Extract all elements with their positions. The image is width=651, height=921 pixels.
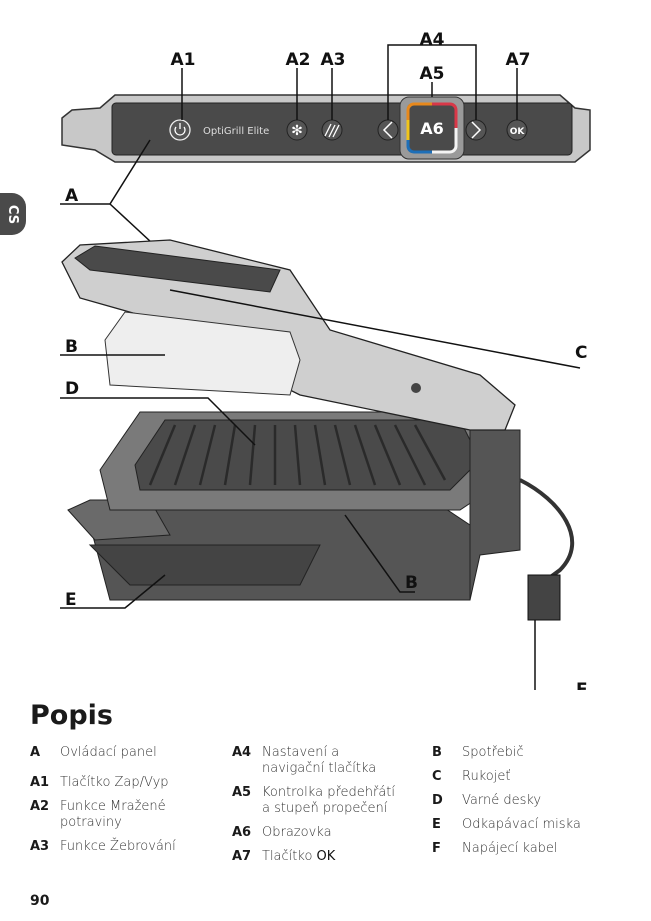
appliance-diagram: OptiGrill Elite ✻ A6 OK A1 A2 A3 A4 A5 A… [60,30,591,690]
diagram-callouts-A1: A1 [171,50,196,70]
diagram-callouts-B1: B [65,337,78,357]
legend-col3-4-text: Napájecí kabel [462,841,558,856]
legend-item: F Napájecí kabel [432,841,612,857]
legend-col1-1-text: Tlačítko Zap/Vyp [60,775,169,790]
legend-col2-3-bold: OK [316,849,336,864]
legend-col3-1-text: Rukojeť [462,769,511,784]
page-number: 90 [30,893,50,909]
diagram-callouts-A: A [65,186,79,206]
legend-col2-3-code: A7 [232,849,252,864]
diagram-callouts-F: F [576,680,588,690]
power-button-icon [169,119,191,141]
legend-col1-3-code: A3 [30,839,50,854]
diagram-callouts-A5: A5 [420,64,445,84]
grill-illustration: B C D E B F [60,239,588,690]
legend-item: A4 Nastavení a navigační tlačítka [232,745,412,777]
legend-item: A5 Kontrolka předehřátí a stupeň propečen… [232,785,412,817]
diagram-callouts-A2: A2 [286,50,311,70]
legend-col1-2-text: Funkce Mražené potraviny [60,799,166,830]
legend-col2-3-text: Tlačítko [262,849,317,864]
legend-col3-3-code: E [432,817,441,832]
legend-item: D Varné desky [432,793,612,809]
legend-item: E Odkapávací miska [432,817,612,833]
ok-button-icon: OK [506,119,528,141]
legend-col3-0-code: B [432,745,442,760]
side_tab: CS [5,204,21,224]
diagram-callouts-A7: A7 [506,50,531,70]
snowflake-button-icon: ✻ [286,119,308,141]
legend-col3-3-text: Odkapávací miska [462,817,581,832]
legend-item: A1 Tlačítko Zap/Vyp [30,775,220,791]
legend-col2-2-code: A6 [232,825,252,840]
diagram-callouts-A3: A3 [321,50,346,70]
svg-text:✻: ✻ [291,123,303,139]
ribbing-button-icon [321,119,343,141]
screen-a6: A6 [399,96,465,160]
legend-col3-1-code: C [432,769,442,784]
legend-col3-2-text: Varné desky [462,793,542,808]
diagram-ok: OK [510,127,526,137]
right-arrow-button-icon [465,119,487,141]
legend-col3-4-code: F [432,841,441,856]
legend-col2-1-text: Kontrolka předehřátí a stupeň propečení [262,785,396,816]
legend-item: B Spotřebič [432,745,612,761]
diagram-callouts-D: D [65,379,79,399]
legend-column-3: B Spotřebič C Rukojeť D Varné desky E Odkapá… [432,745,612,865]
legend-col3-0-text: Spotřebič [462,745,524,760]
control-panel-closeup: OptiGrill Elite ✻ A6 OK A1 A2 A3 A4 A5 A… [60,30,591,256]
left-arrow-button-icon [377,119,399,141]
legend-col1-1-code: A1 [30,775,50,790]
legend-item: A6 Obrazovka [232,825,412,841]
language-tab: CS [0,193,26,235]
legend-col3-2-code: D [432,793,443,808]
legend-item: A2 Funkce Mražené potraviny [30,799,220,831]
diagram-callouts-C: C [575,343,587,363]
screen-label: A6 [420,119,444,138]
legend-item: C Rukojeť [432,769,612,785]
diagram-callouts-B2: B [405,573,418,593]
legend-col2-1-code: A5 [232,785,252,800]
legend-item: A Ovládací panel [30,745,220,761]
legend-item: A7 Tlačítko OK [232,849,412,865]
diagram-callouts-A4: A4 [420,30,445,50]
legend-column-2: A4 Nastavení a navigační tlačítka A5 Kontr… [232,745,412,873]
diagram-callouts-E: E [65,590,77,610]
legend-col2-0-code: A4 [232,745,252,760]
legend-col1-0-text: Ovládací panel [60,745,157,760]
legend-col1-0-code: A [30,745,41,760]
legend-item: A3 Funkce Žebrování [30,839,220,855]
brand-label: OptiGrill Elite [203,126,269,137]
legend-col2-2-text: Obrazovka [262,825,332,840]
legend-col1-3-text: Funkce Žebrování [60,839,176,854]
section-title: Popis [30,700,113,731]
legend-col2-0-text: Nastavení a navigační tlačítka [262,745,377,776]
legend-col1-2-code: A2 [30,799,50,814]
